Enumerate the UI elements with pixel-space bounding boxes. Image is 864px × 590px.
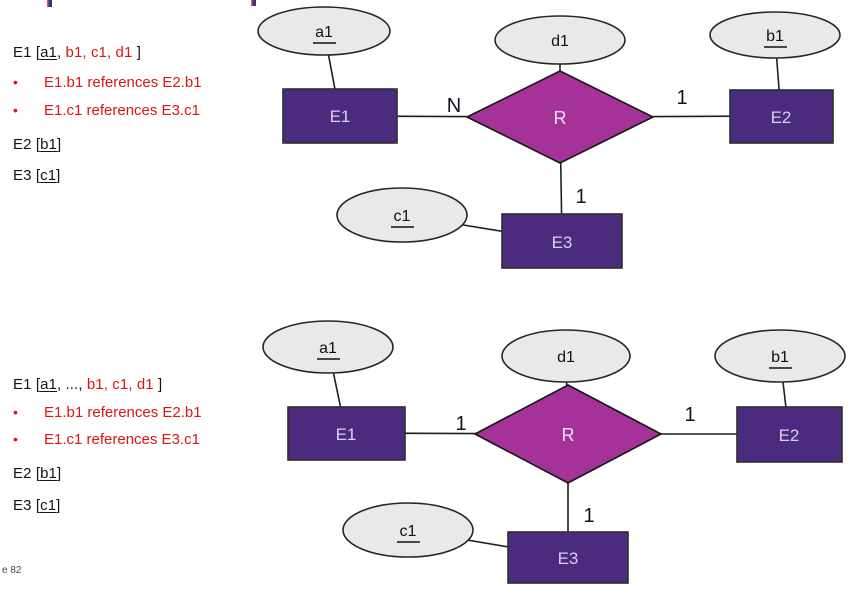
title-fragment-left — [47, 0, 52, 7]
attribute-d1-top — [494, 15, 626, 65]
relationship-r-bottom-label: R — [562, 425, 575, 445]
attribute-d1-bottom-label: d1 — [557, 349, 575, 366]
schema-e2-top-prefix: E2 [ — [13, 136, 41, 153]
schema-e3-top-prefix: E3 [ — [13, 167, 41, 184]
schema-e1-bottom-mid: , ..., — [56, 376, 87, 393]
entity-e3-top — [501, 213, 623, 269]
relationship-r-bottom — [473, 384, 663, 484]
schema-e2-bottom-suffix: ] — [56, 465, 62, 482]
reference-note-2-bottom: • E1.c1 references E3.c1 — [13, 431, 200, 448]
relationship-r-top-label: R — [554, 108, 567, 128]
relationship-r-top — [465, 70, 655, 164]
reference-note-1-bottom: • E1.b1 references E2.b1 — [13, 404, 202, 421]
entity-e2-bottom-label: E2 — [779, 426, 800, 445]
schema-e3-top-suffix: ] — [56, 167, 61, 184]
bullet-icon: • — [13, 404, 18, 420]
reference-note-2-bottom-text: E1.c1 references E3.c1 — [44, 431, 200, 448]
slide-number-fragment: e 82 — [2, 565, 22, 576]
reference-note-2-top: • E1.c1 references E3.c1 — [13, 102, 200, 119]
schema-e3-bottom: E3 [c1] — [13, 497, 60, 514]
attribute-a1-top — [257, 6, 391, 56]
attribute-c1-bottom — [342, 502, 474, 558]
schema-e3-bottom-prefix: E3 [ — [13, 497, 41, 514]
attribute-c1-bottom-label: c1 — [400, 523, 417, 540]
reference-note-1-bottom-text: E1.b1 references E2.b1 — [44, 404, 202, 421]
entity-e1-top — [282, 88, 398, 144]
schema-e1-top: E1 [a1, b1, c1, d1 ] — [13, 44, 141, 61]
bullet-icon: • — [13, 102, 18, 118]
cardinality-1-e1-bottom: 1 — [455, 413, 466, 435]
attribute-d1-top-label: d1 — [551, 33, 569, 50]
schema-e1-bottom-prefix: E1 [ — [13, 376, 41, 393]
attribute-c1-top-label: c1 — [394, 208, 411, 225]
schema-e2-bottom: E2 [b1] — [13, 465, 61, 482]
schema-e1-bottom-fks: b1, c1, d1 — [86, 376, 154, 393]
entity-e2-bottom — [736, 406, 843, 463]
cardinality-n-top: N — [447, 95, 461, 117]
attribute-a1-bottom — [262, 320, 394, 374]
schema-e3-bottom-key: c1 — [40, 497, 57, 514]
cardinality-1-e2-bottom: 1 — [684, 404, 695, 426]
entity-e3-top-label: E3 — [552, 233, 573, 252]
reference-note-2-top-text: E1.c1 references E3.c1 — [44, 102, 200, 119]
schema-e3-top: E3 [c1] — [13, 167, 60, 184]
schema-e3-top-key: c1 — [40, 167, 57, 184]
schema-e2-bottom-prefix: E2 [ — [13, 465, 41, 482]
schema-e2-top: E2 [b1] — [13, 136, 61, 153]
title-fragment-right — [251, 0, 256, 6]
entity-e1-bottom — [287, 406, 406, 461]
schema-e1-bottom-suffix: ] — [153, 376, 163, 393]
attribute-d1-bottom — [501, 329, 631, 383]
attribute-b1-top-label: b1 — [766, 28, 784, 45]
entity-e1-top-label: E1 — [330, 107, 351, 126]
attribute-a1-top-label: a1 — [315, 24, 333, 41]
reference-note-1-top: • E1.b1 references E2.b1 — [13, 74, 202, 91]
reference-note-1-top-text: E1.b1 references E2.b1 — [44, 74, 202, 91]
cardinality-1-e3-top: 1 — [575, 186, 586, 208]
cardinality-1-e3-bottom: 1 — [583, 505, 594, 527]
attribute-c1-top — [336, 187, 468, 243]
schema-e1-top-key: a1 — [40, 44, 57, 61]
schema-e1-bottom: E1 [a1, ..., b1, c1, d1 ] — [13, 376, 162, 393]
entity-e2-top-label: E2 — [771, 108, 792, 127]
entity-e3-bottom — [507, 531, 629, 584]
attribute-b1-bottom — [714, 329, 846, 383]
schema-e2-top-suffix: ] — [56, 136, 62, 153]
cardinality-1-e2-top: 1 — [676, 87, 687, 109]
schema-e1-top-mid: , — [56, 44, 66, 61]
entity-e1-bottom-label: E1 — [336, 425, 357, 444]
schema-e1-top-fks: b1, c1, d1 — [65, 44, 133, 61]
attribute-a1-bottom-label: a1 — [319, 340, 337, 357]
attribute-b1-top — [709, 11, 841, 59]
schema-e3-bottom-suffix: ] — [56, 497, 61, 514]
entity-e2-top — [729, 89, 834, 144]
bullet-icon: • — [13, 74, 18, 90]
schema-e1-top-prefix: E1 [ — [13, 44, 41, 61]
bullet-icon: • — [13, 431, 18, 447]
schema-e2-top-key: b1 — [40, 136, 57, 153]
schema-e1-top-suffix: ] — [132, 44, 141, 61]
schema-e1-bottom-key: a1 — [40, 376, 57, 393]
entity-e3-bottom-label: E3 — [558, 549, 579, 568]
attribute-b1-bottom-label: b1 — [771, 349, 789, 366]
schema-e2-bottom-key: b1 — [40, 465, 57, 482]
